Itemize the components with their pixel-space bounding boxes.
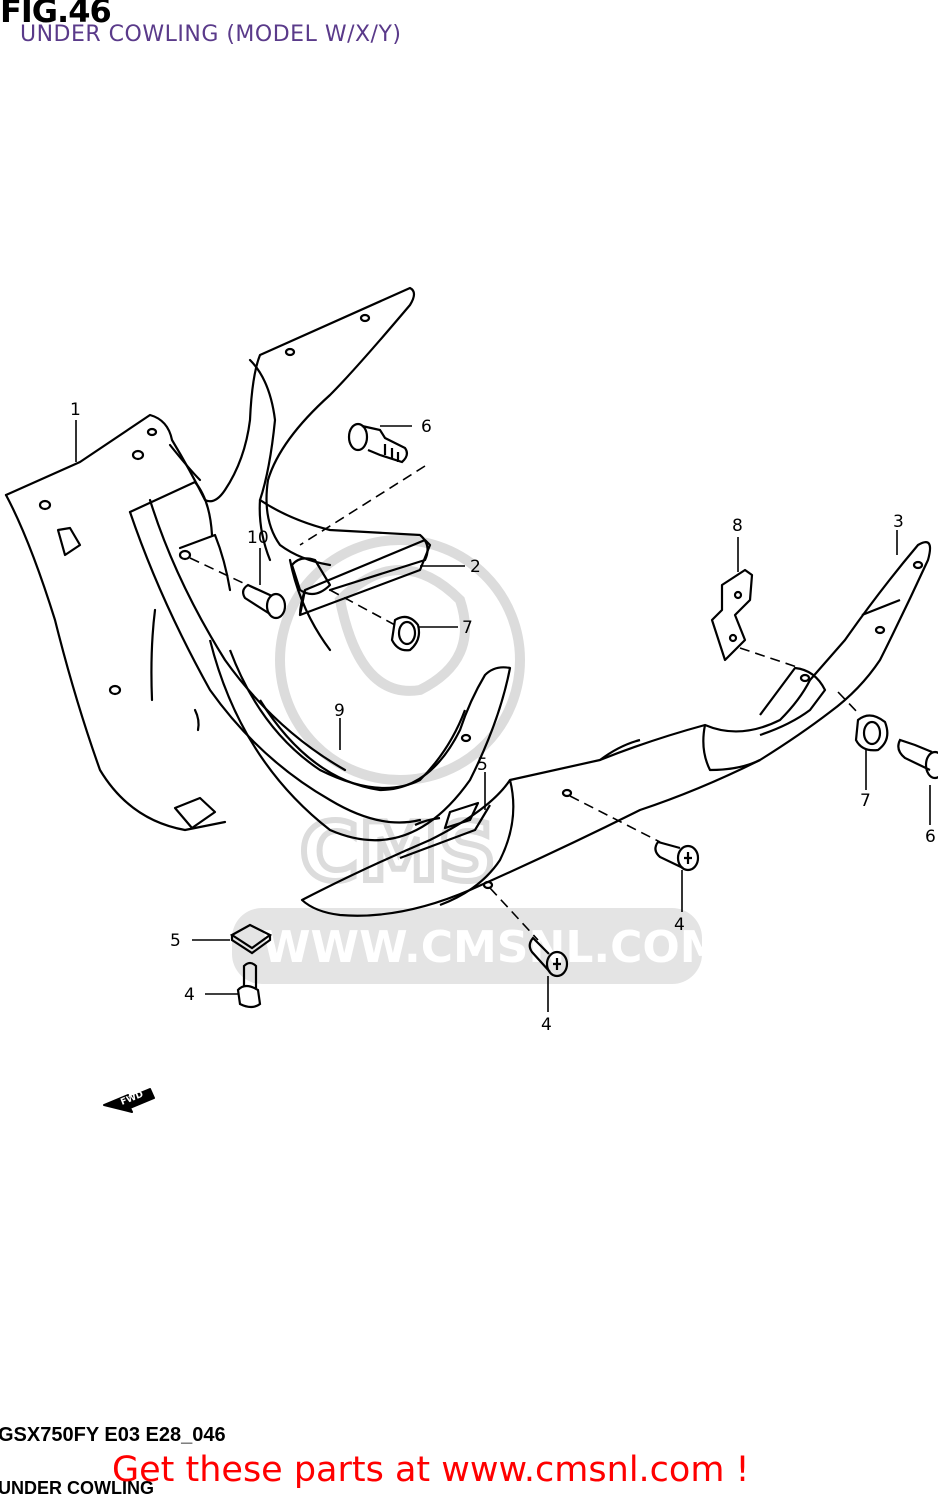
callout-4a: 4 xyxy=(674,915,685,935)
part-4-screw-b xyxy=(528,936,569,978)
part-3-right-cowling xyxy=(300,541,932,917)
part-4-screw-c xyxy=(236,961,262,1009)
callout-5b: 5 xyxy=(170,931,181,951)
watermark-circle xyxy=(275,535,525,785)
figure-subtitle: UNDER COWLING (MODEL W/X/Y) xyxy=(20,22,402,47)
part-6-bolt xyxy=(347,422,409,464)
callout-7a: 7 xyxy=(462,618,473,638)
drawing-code: GSX750FY E03 E28_046 xyxy=(0,1424,226,1446)
callout-6a: 6 xyxy=(421,417,432,437)
callout-9: 9 xyxy=(334,701,345,721)
callout-8: 8 xyxy=(732,516,743,536)
callout-4b: 4 xyxy=(541,1015,552,1035)
part-4-screw-a xyxy=(654,840,700,872)
leader-lines xyxy=(75,420,931,1012)
callout-4c: 4 xyxy=(184,985,195,1005)
callout-5a: 5 xyxy=(477,755,488,775)
callout-6b: 6 xyxy=(925,827,936,847)
part-10-screw xyxy=(241,583,287,620)
part-6-bolt-right xyxy=(897,738,938,780)
part-9-inner-panel xyxy=(208,639,512,842)
part-8-bracket-plate xyxy=(710,568,754,662)
part-7-grommet-right xyxy=(854,714,889,752)
fwd-arrow-icon xyxy=(103,1088,155,1113)
part-7-grommet xyxy=(390,615,421,652)
get-parts-link[interactable]: Get these parts at www.cmsnl.com ! xyxy=(112,1450,750,1490)
part-1-under-cowling xyxy=(4,286,429,832)
figure-number: FIG.46 xyxy=(0,0,112,30)
watermark-face xyxy=(334,565,470,696)
callout-3: 3 xyxy=(893,512,904,532)
watermark-url: WWW.CMSNL.COM xyxy=(262,922,724,973)
part-2-bracket xyxy=(290,538,432,617)
callout-1: 1 xyxy=(70,400,81,420)
callout-10: 10 xyxy=(247,528,269,548)
watermark-banner xyxy=(232,908,702,984)
cmsnl-watermark xyxy=(232,535,702,984)
callout-2: 2 xyxy=(470,557,481,577)
part-5-nut-clip xyxy=(229,923,273,955)
assembly-lines xyxy=(189,465,861,941)
drawing-name: UNDER COWLING xyxy=(0,1478,154,1498)
callout-7b: 7 xyxy=(860,791,871,811)
